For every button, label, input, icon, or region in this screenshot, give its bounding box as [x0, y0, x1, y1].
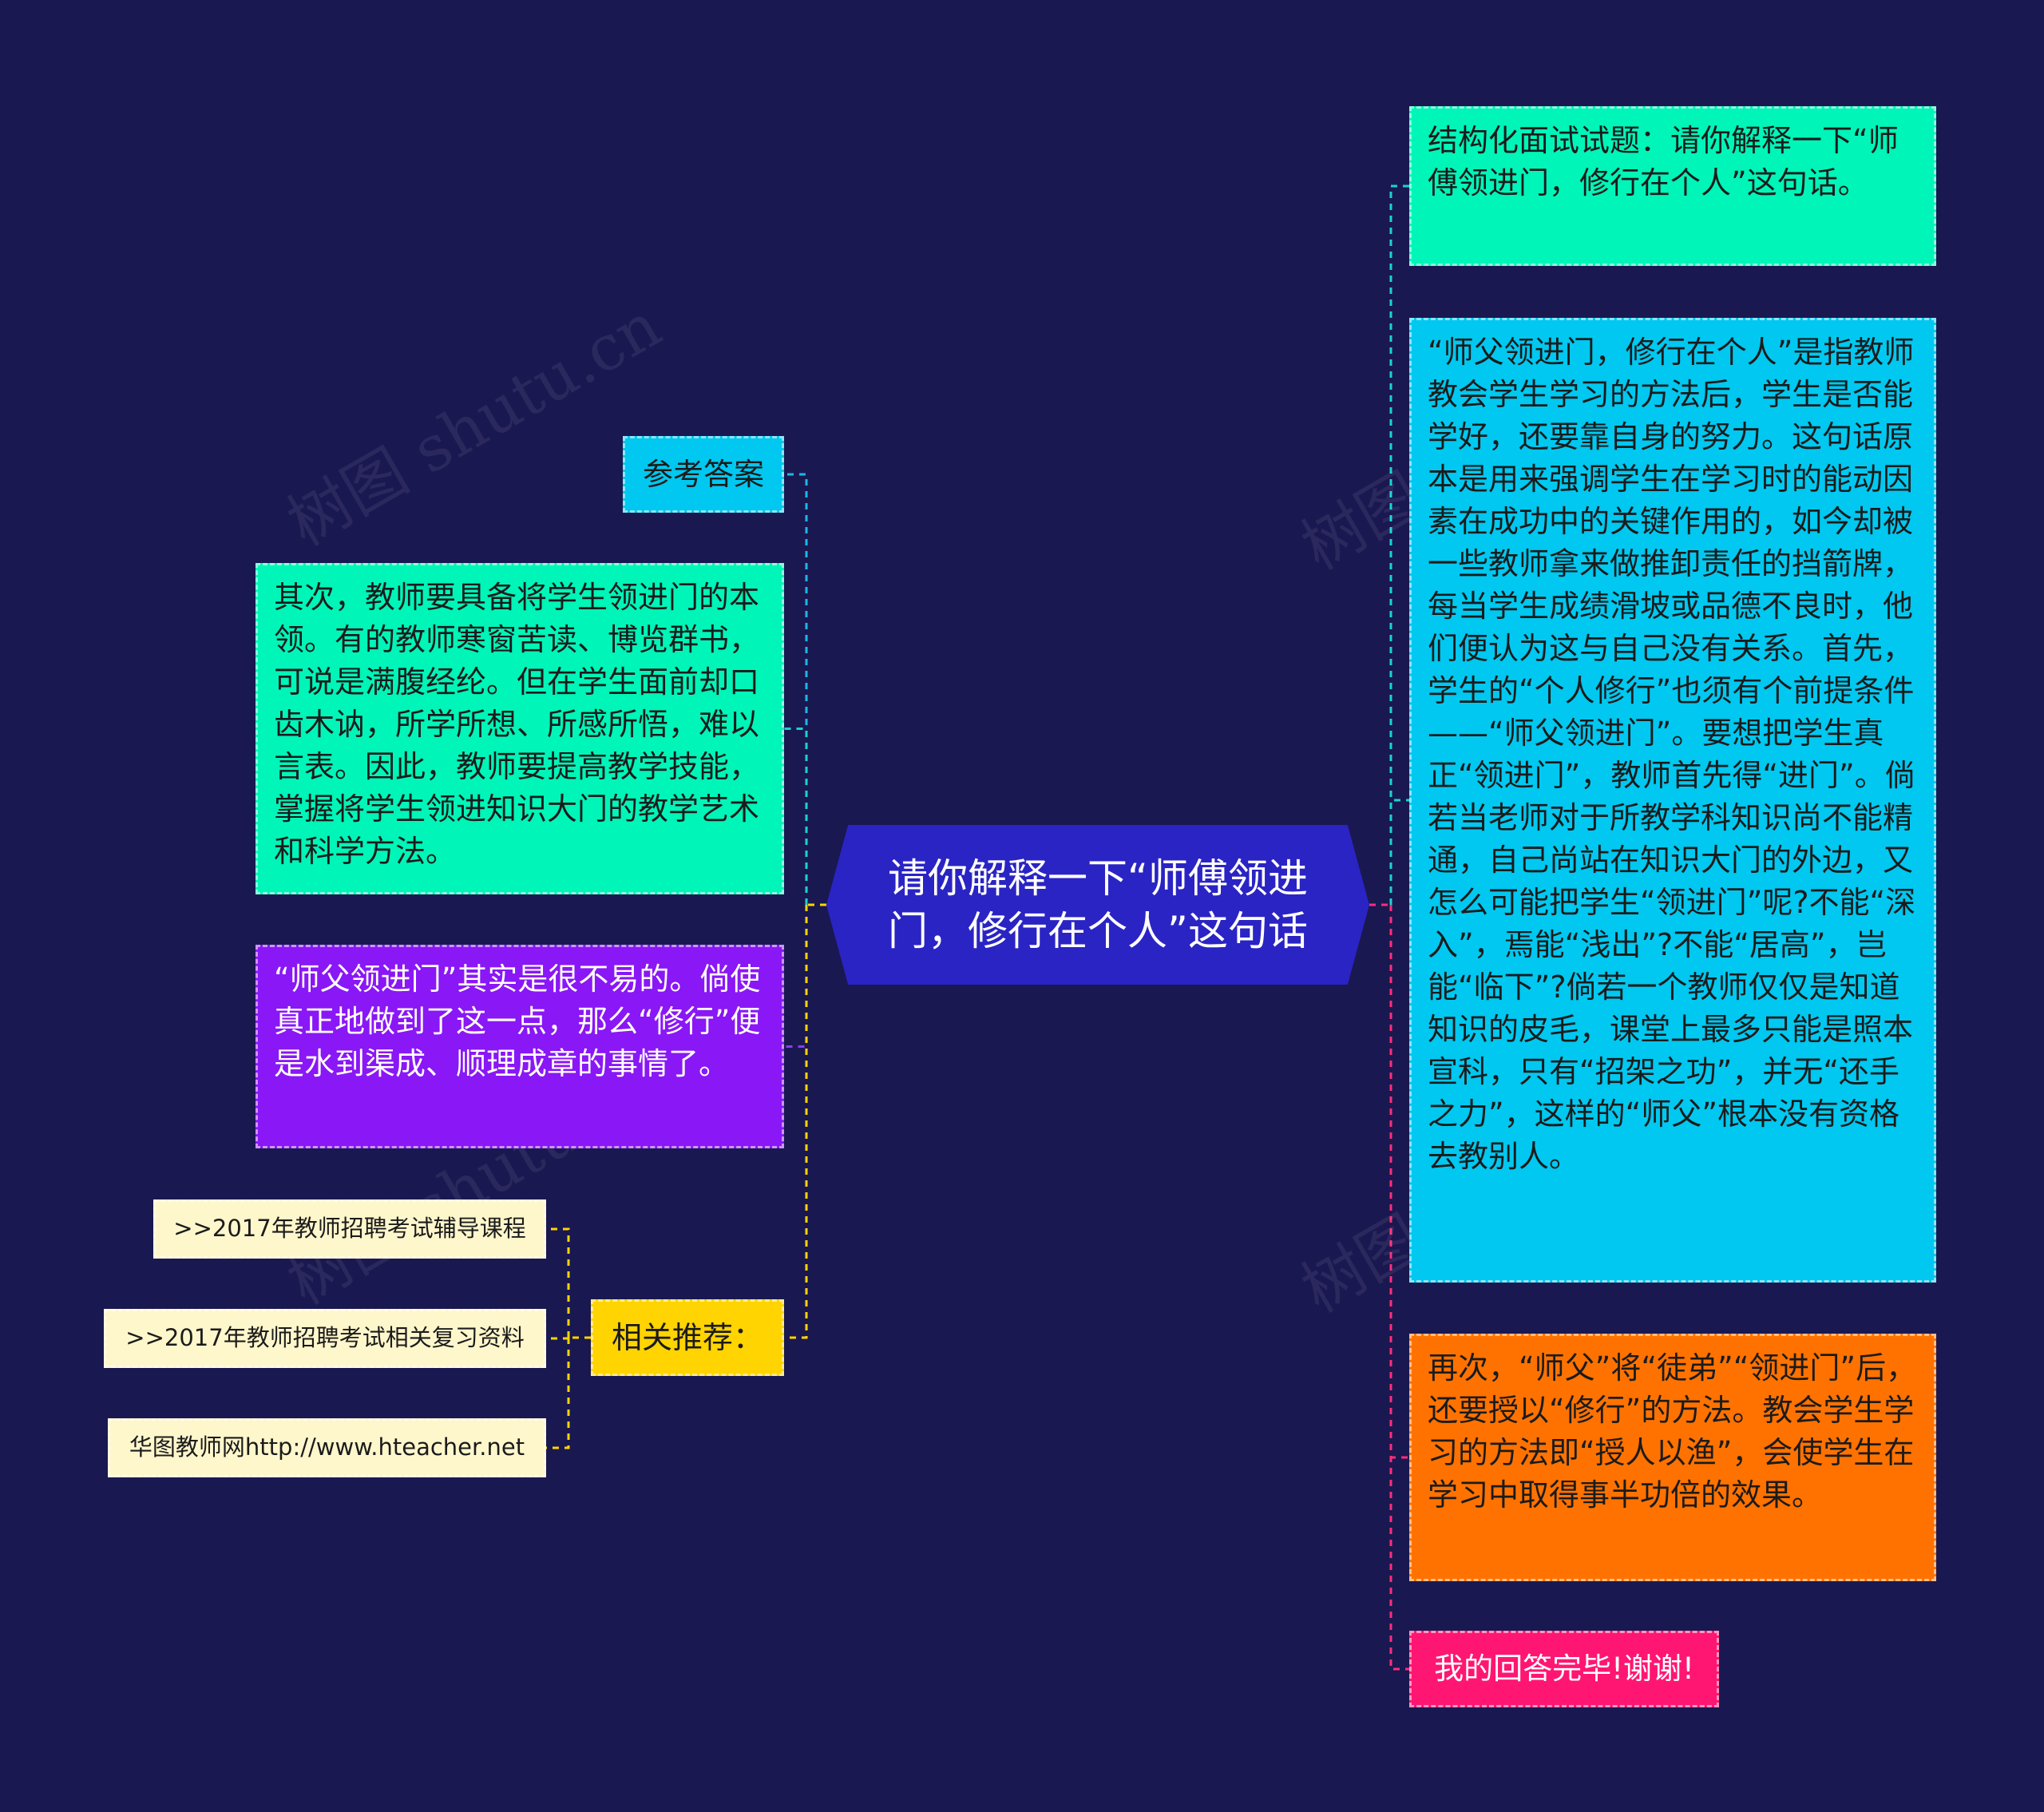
node-second-point[interactable]: 其次，教师要具备将学生领进门的本领。有的教师寒窗苦读、博览群书，可说是满腹经纶。…	[256, 563, 784, 894]
connector-l4	[784, 905, 808, 1339]
node-text: 结构化面试试题：请你解释一下“师傅领进门，修行在个人”这句话。	[1428, 123, 1899, 200]
connector-l3	[784, 905, 808, 1048]
node-related-recommendations[interactable]: 相关推荐：	[591, 1299, 784, 1376]
node-interview-question[interactable]: 结构化面试试题：请你解释一下“师傅领进门，修行在个人”这句话。	[1409, 106, 1936, 266]
central-topic-text: 请你解释一下“师傅领进门，修行在个人”这句话	[888, 855, 1308, 954]
connector-l2	[784, 728, 808, 905]
node-text: “师父领进门，修行在个人”是指教师教会学生学习的方法后，学生是否能学好，还要靠自…	[1428, 335, 1916, 1174]
node-reference-answer[interactable]: 参考答案	[623, 436, 784, 513]
link-text: >>2017年教师招聘考试相关复习资料	[125, 1324, 525, 1352]
node-third-point[interactable]: 再次，“师父”将“徒弟”“领进门”后，还要授以“修行”的方法。教会学生学习的方法…	[1409, 1334, 1936, 1581]
link-teacher-exam-course[interactable]: >>2017年教师招聘考试辅导课程	[153, 1199, 546, 1259]
link-text: >>2017年教师招聘考试辅导课程	[173, 1215, 526, 1243]
node-text: 其次，教师要具备将学生领进门的本领。有的教师寒窗苦读、博览群书，可说是满腹经纶。…	[274, 580, 760, 869]
connector-c3	[546, 1338, 570, 1449]
node-first-point[interactable]: “师父领进门”其实是很不易的。倘使真正地做到了这一点，那么“修行”便是水到渠成、…	[256, 945, 784, 1148]
connector-l1	[784, 473, 808, 905]
node-closing[interactable]: 我的回答完毕!谢谢!	[1409, 1631, 1719, 1707]
node-text: 参考答案	[642, 456, 764, 492]
connector-c1	[546, 1227, 570, 1338]
connector-r4	[1389, 905, 1409, 1671]
link-teacher-exam-materials[interactable]: >>2017年教师招聘考试相关复习资料	[104, 1309, 546, 1368]
central-topic[interactable]: 请你解释一下“师傅领进门，修行在个人”这句话	[826, 825, 1369, 985]
node-explanation[interactable]: “师父领进门，修行在个人”是指教师教会学生学习的方法后，学生是否能学好，还要靠自…	[1409, 318, 1936, 1283]
node-text: 相关推荐：	[611, 1319, 763, 1355]
node-text: “师父领进门”其实是很不易的。倘使真正地做到了这一点，那么“修行”便是水到渠成、…	[274, 962, 761, 1081]
link-text: 华图教师网http://www.hteacher.net	[129, 1433, 525, 1461]
central-topic-border	[831, 830, 1365, 980]
node-text: 我的回答完毕!谢谢!	[1434, 1651, 1694, 1687]
link-hteacher-website[interactable]: 华图教师网http://www.hteacher.net	[108, 1418, 546, 1477]
node-text: 再次，“师父”将“徒弟”“领进门”后，还要授以“修行”的方法。教会学生学习的方法…	[1428, 1350, 1917, 1513]
connector-r1	[1389, 184, 1409, 905]
connector-r2	[1389, 799, 1409, 905]
